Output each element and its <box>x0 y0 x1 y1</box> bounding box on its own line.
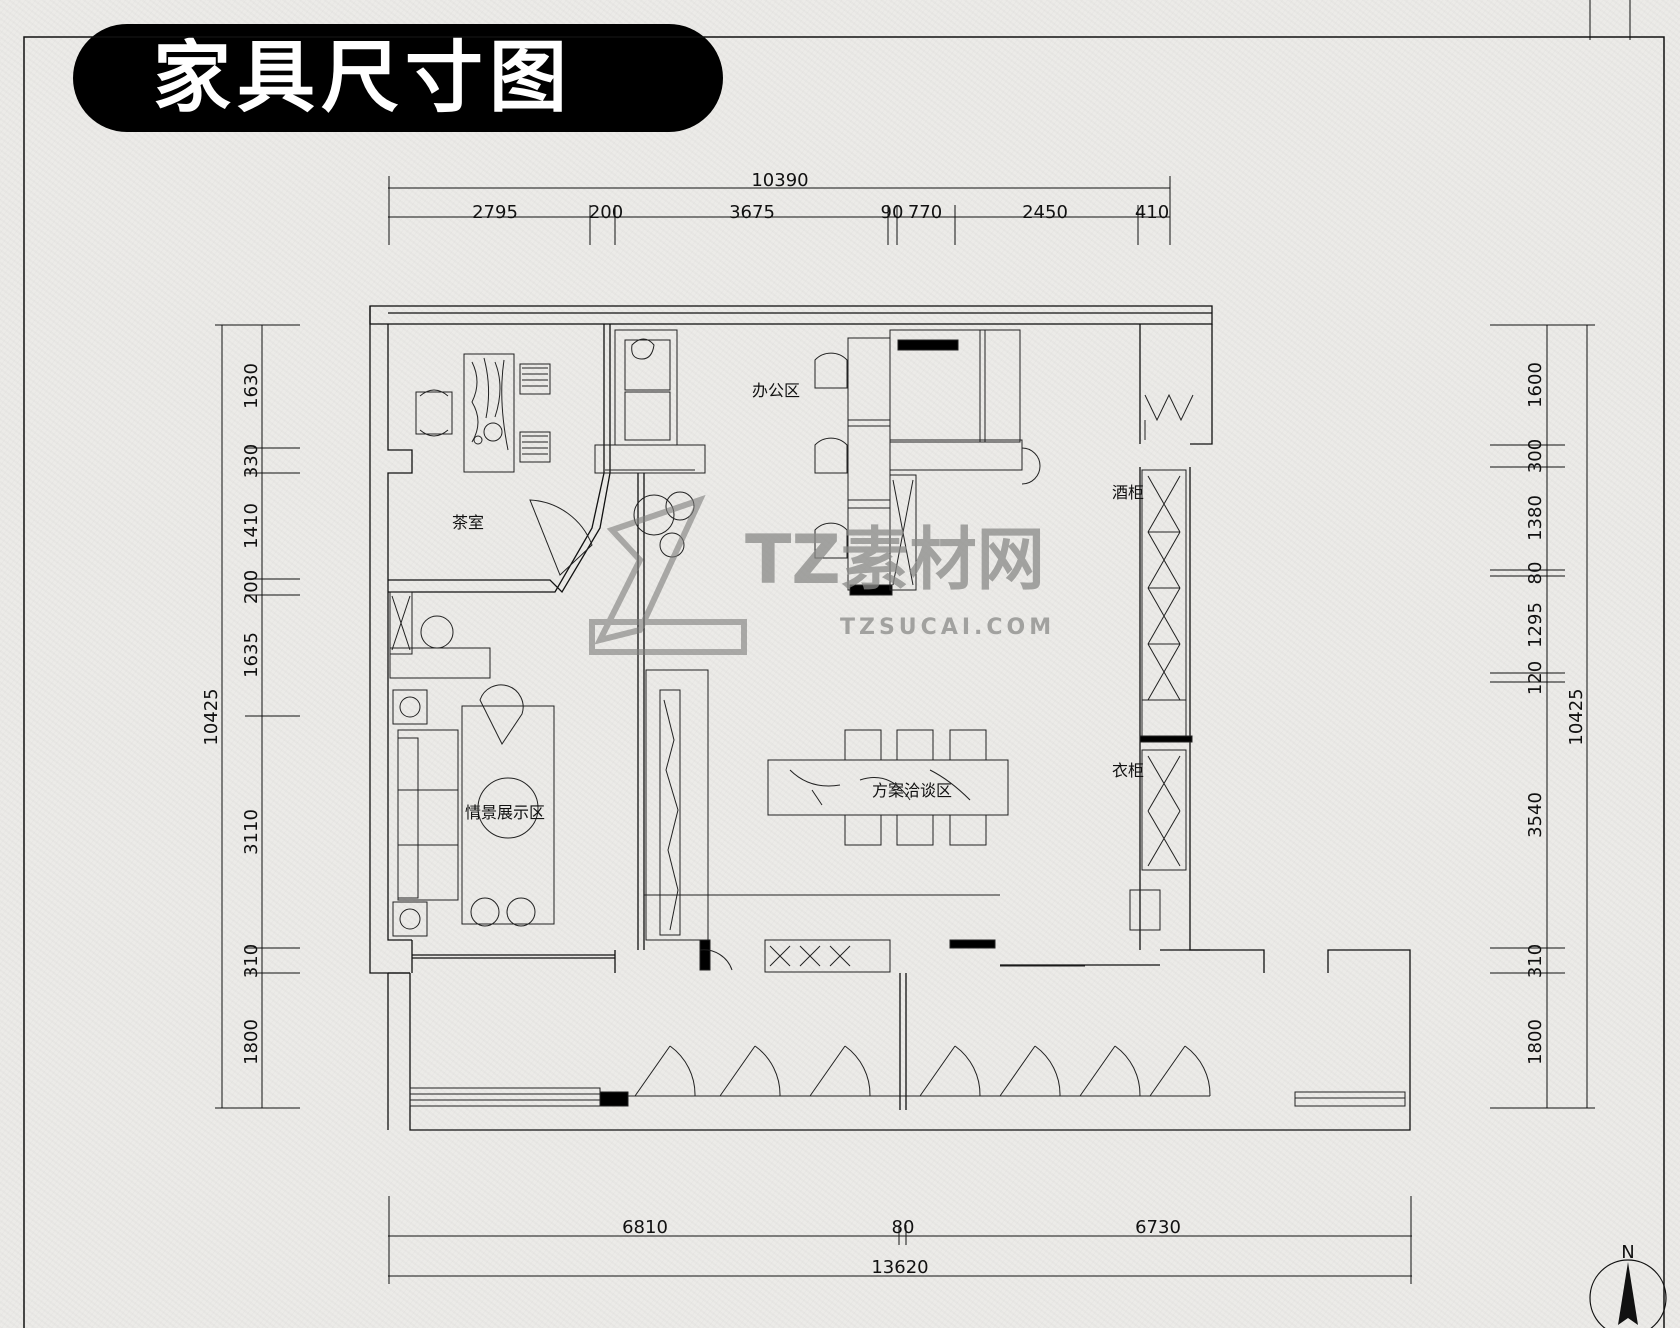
bottom-dim-1: 6810 <box>622 1217 668 1238</box>
watermark-url: TZSUCAI.COM <box>840 615 1055 640</box>
watermark-brand: TZ素材网 <box>745 521 1045 600</box>
room-label-wine-cabinet: 酒柜 <box>1112 483 1144 502</box>
north-label: N <box>1621 1242 1634 1263</box>
feature-wall-cabinet <box>645 669 709 941</box>
bottom-dim-3: 6730 <box>1135 1217 1181 1238</box>
left-dim-5: 1635 <box>241 632 262 678</box>
lounge-sofa <box>594 329 706 474</box>
sheet-border <box>23 36 1665 1328</box>
walls <box>369 305 1411 1131</box>
room-label-wardrobe: 衣柜 <box>1112 761 1144 780</box>
right-dim-5: 1295 <box>1525 602 1546 648</box>
left-dim-8: 1800 <box>241 1019 262 1065</box>
top-dim-4: 90 <box>881 202 904 223</box>
bottom-dim-2: 80 <box>892 1217 915 1238</box>
top-dim-6: 2450 <box>1022 202 1068 223</box>
office-desks <box>814 329 1041 596</box>
tz-logo-icon <box>589 494 747 655</box>
top-dim-1: 2795 <box>472 202 518 223</box>
folding-doors <box>409 1045 1406 1107</box>
room-label-tea: 茶室 <box>452 513 484 532</box>
wardrobe <box>1129 699 1193 931</box>
room-label-office: 办公区 <box>752 381 800 400</box>
right-dim-8: 310 <box>1525 944 1546 978</box>
left-dim-3: 1410 <box>241 503 262 549</box>
display-area-furniture <box>389 591 555 937</box>
right-dim-9: 1800 <box>1525 1019 1546 1065</box>
left-dim-7: 310 <box>241 944 262 978</box>
top-dim-3: 3675 <box>729 202 775 223</box>
left-dim-4: 200 <box>241 570 262 604</box>
room-label-display: 情景展示区 <box>465 803 545 822</box>
left-dim-6: 3110 <box>241 809 262 855</box>
left-dim-1: 1630 <box>241 363 262 409</box>
bottom-dimensions <box>388 1196 1412 1284</box>
round-table-set <box>529 491 695 576</box>
title-banner: 家具尺寸图 <box>73 24 723 132</box>
tea-table-set <box>415 353 551 473</box>
negotiation-table-set <box>644 729 1009 896</box>
right-dim-2: 300 <box>1525 439 1546 473</box>
north-arrow-icon <box>1589 1259 1667 1328</box>
top-dim-5: 770 <box>908 202 942 223</box>
wine-cabinet <box>1141 393 1194 741</box>
front-counter <box>699 939 1085 973</box>
room-label-negotiation: 方案洽谈区 <box>872 781 952 800</box>
page-title: 家具尺寸图 <box>152 33 573 123</box>
top-dim-7: 410 <box>1135 202 1169 223</box>
right-dim-1: 1600 <box>1525 362 1546 408</box>
right-total-dim: 10425 <box>1566 688 1587 745</box>
left-dimensions <box>215 324 300 1109</box>
left-total-dim: 10425 <box>201 688 222 745</box>
right-dimensions <box>1490 324 1595 1109</box>
top-dimensions <box>388 176 1171 245</box>
right-dim-3: 1380 <box>1525 495 1546 541</box>
right-dim-6: 120 <box>1525 661 1546 695</box>
top-dim-2: 200 <box>589 202 623 223</box>
left-dim-2: 330 <box>241 444 262 478</box>
bottom-total-dim: 13620 <box>871 1257 928 1278</box>
right-dim-4: 80 <box>1525 562 1546 585</box>
right-dim-7: 3540 <box>1525 792 1546 838</box>
top-total-dim: 10390 <box>751 170 808 191</box>
